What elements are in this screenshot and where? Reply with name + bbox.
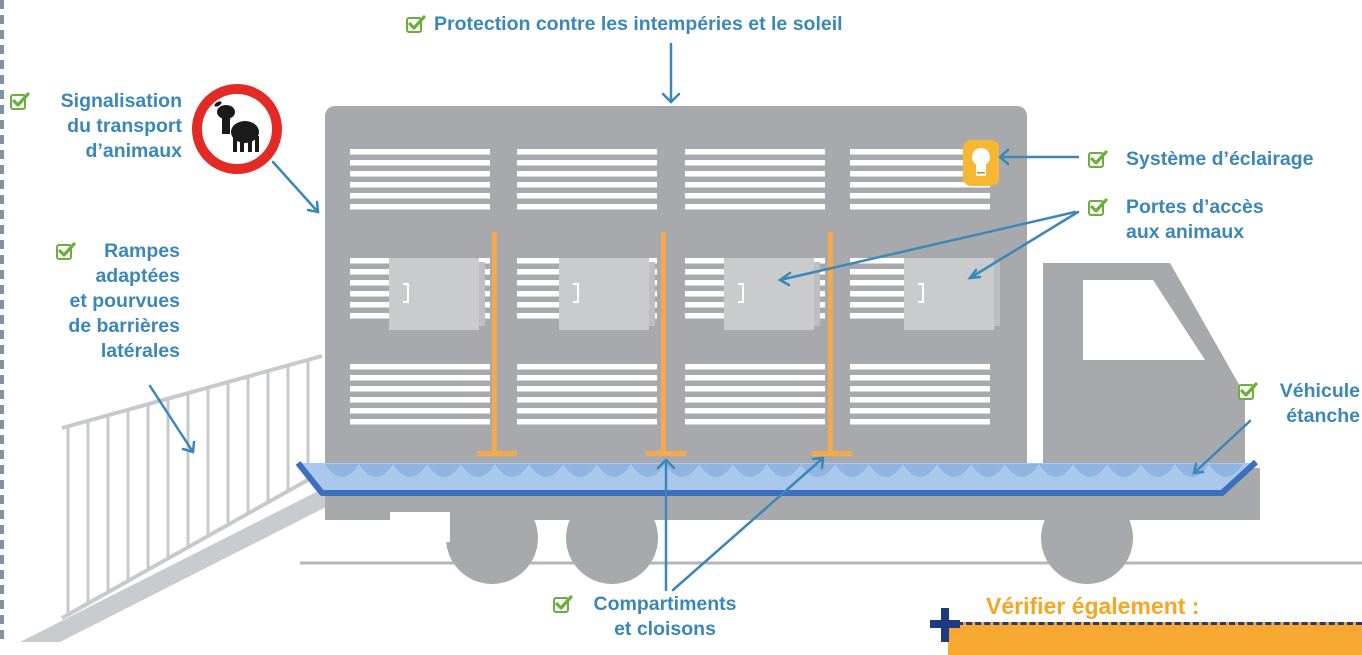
checkbox-check-icon xyxy=(1238,382,1258,400)
vent-slat xyxy=(350,419,490,425)
light-bulb-icon xyxy=(963,140,999,186)
label-eclairage: Système d’éclairage xyxy=(1088,147,1314,172)
checkbox-check-icon xyxy=(406,15,426,33)
callout-box xyxy=(948,622,1362,655)
vent-slat xyxy=(517,193,657,199)
no-animal-transport-sign-icon xyxy=(192,84,282,174)
cab-window xyxy=(1083,280,1205,360)
vent-slat xyxy=(850,193,990,199)
vent-slat xyxy=(350,397,490,403)
access-door xyxy=(389,258,485,330)
vent-slat xyxy=(350,364,490,370)
vent-slat xyxy=(685,149,825,155)
vent-slat xyxy=(517,204,657,210)
vent-slat xyxy=(517,149,657,155)
vent-slat xyxy=(685,419,825,425)
plus-icon xyxy=(930,608,960,642)
vent-slat xyxy=(350,193,490,199)
label-rampes: Rampes adaptées et pourvues de barrières… xyxy=(40,239,180,364)
vent-slat xyxy=(517,160,657,166)
vent-slat xyxy=(685,171,825,177)
loading-ramp xyxy=(20,354,330,642)
checkbox-check-icon xyxy=(1088,198,1108,216)
vent-slat xyxy=(850,204,990,210)
left-dashed-border xyxy=(0,0,4,642)
vent-slat xyxy=(850,149,990,155)
vent-slat xyxy=(350,182,490,188)
vent-slat xyxy=(517,408,657,414)
vent-slat xyxy=(850,160,990,166)
vent-slat xyxy=(685,364,825,370)
vent-slat xyxy=(850,171,990,177)
checkbox-check-icon xyxy=(553,595,573,613)
water-wave xyxy=(325,464,1243,477)
vent-slat xyxy=(685,408,825,414)
access-doors xyxy=(389,258,1000,330)
vent-slat xyxy=(850,182,990,188)
pointer-arrows xyxy=(148,42,1252,592)
access-door xyxy=(724,258,820,330)
vent-slat xyxy=(850,364,990,370)
label-signalisation: Signalisation du transport d’animaux xyxy=(10,89,182,164)
vent-slat xyxy=(517,397,657,403)
vent-slat xyxy=(517,375,657,381)
vent-slat xyxy=(350,160,490,166)
vent-slat xyxy=(517,386,657,392)
vent-slat xyxy=(685,160,825,166)
label-portes: Portes d’accès aux animaux xyxy=(1088,195,1264,245)
vent-slat xyxy=(850,408,990,414)
label-protection: Protection contre les intempéries et le … xyxy=(406,12,843,37)
vent-slat xyxy=(350,375,490,381)
checkbox-check-icon xyxy=(1088,150,1108,168)
vent-slat xyxy=(850,419,990,425)
vent-slat xyxy=(517,364,657,370)
vent-slat xyxy=(350,204,490,210)
checkbox-check-icon xyxy=(56,242,76,260)
label-vehicule: Véhicule étanche xyxy=(1232,379,1360,429)
vent-slat xyxy=(517,182,657,188)
waterproof-floor xyxy=(295,459,1259,496)
callout-title: Vérifier également : xyxy=(986,593,1200,619)
vent-slat xyxy=(685,193,825,199)
vent-slat xyxy=(350,408,490,414)
vent-slat xyxy=(350,386,490,392)
access-door xyxy=(559,258,655,330)
vent-slat xyxy=(685,204,825,210)
vent-slat xyxy=(850,386,990,392)
vent-slat xyxy=(685,375,825,381)
label-compartiments: Compartiments et cloisons xyxy=(553,592,753,642)
vent-slat xyxy=(350,171,490,177)
vent-slat xyxy=(685,182,825,188)
vent-slat xyxy=(685,386,825,392)
vent-slat xyxy=(850,397,990,403)
vent-slat xyxy=(685,397,825,403)
access-door xyxy=(904,258,1000,330)
vent-slat xyxy=(850,375,990,381)
vent-slat xyxy=(350,149,490,155)
vent-slat xyxy=(517,171,657,177)
vent-slat xyxy=(517,419,657,425)
partitions xyxy=(477,232,852,456)
checkbox-check-icon xyxy=(10,92,30,110)
